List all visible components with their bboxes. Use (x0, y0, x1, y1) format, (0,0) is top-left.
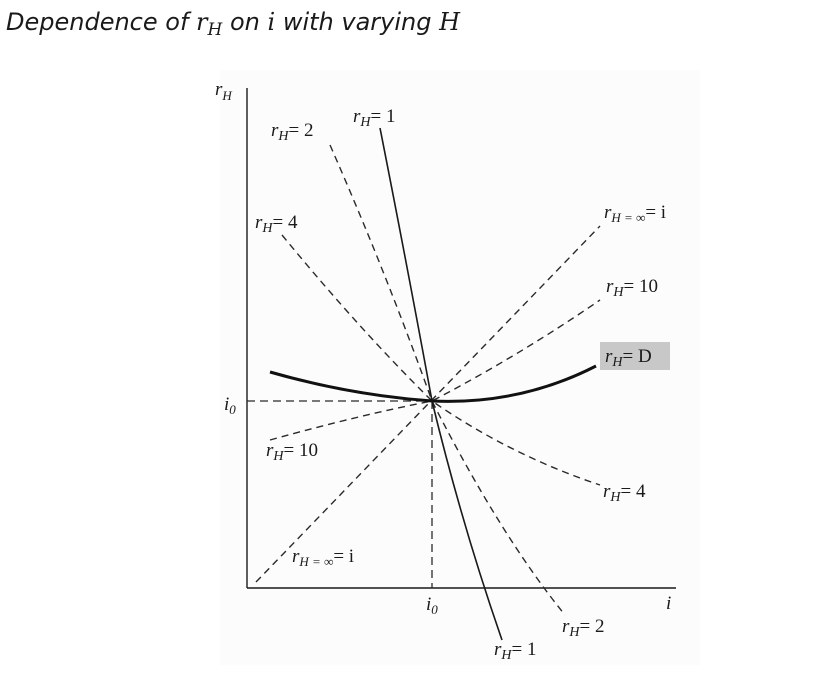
title-prefix: Dependence of (6, 8, 197, 36)
title-var2: i (267, 8, 276, 36)
x-axis-label: i (666, 593, 671, 614)
label-h2-top: rH= 2 (271, 120, 314, 144)
label-h10-bottom: rH= 10 (266, 440, 318, 464)
curve-h2 (329, 144, 566, 616)
label-hd: rH= D (605, 346, 652, 370)
label-h1-top: rH= 1 (353, 106, 396, 130)
label-hd-box (600, 342, 670, 370)
label-hinf-bottom: rH = ∞= i (292, 546, 354, 569)
label-h4-bottom: rH= 4 (603, 481, 646, 505)
curve-h4 (281, 234, 601, 486)
label-h1-bottom: rH= 1 (494, 639, 537, 663)
label-h4-top: rH= 4 (255, 212, 298, 236)
page-title: Dependence of rH on i with varying H (6, 8, 460, 40)
curve-h1 (379, 127, 503, 641)
y-axis-label: rH (215, 79, 232, 103)
title-middle: on (222, 8, 268, 36)
curve-h-infinity (255, 225, 601, 583)
title-var3: H (439, 8, 461, 36)
curve-hd (269, 364, 597, 403)
title-var: rH (196, 8, 223, 40)
label-hinf-top: rH = ∞= i (604, 202, 666, 225)
curve-h10 (269, 299, 601, 441)
label-h2-bottom: rH= 2 (562, 616, 605, 640)
y-tick-i0: i0 (224, 394, 236, 417)
x-tick-i0: i0 (426, 594, 438, 617)
label-h10-top: rH= 10 (606, 276, 658, 300)
title-suffix: with varying (275, 8, 440, 36)
